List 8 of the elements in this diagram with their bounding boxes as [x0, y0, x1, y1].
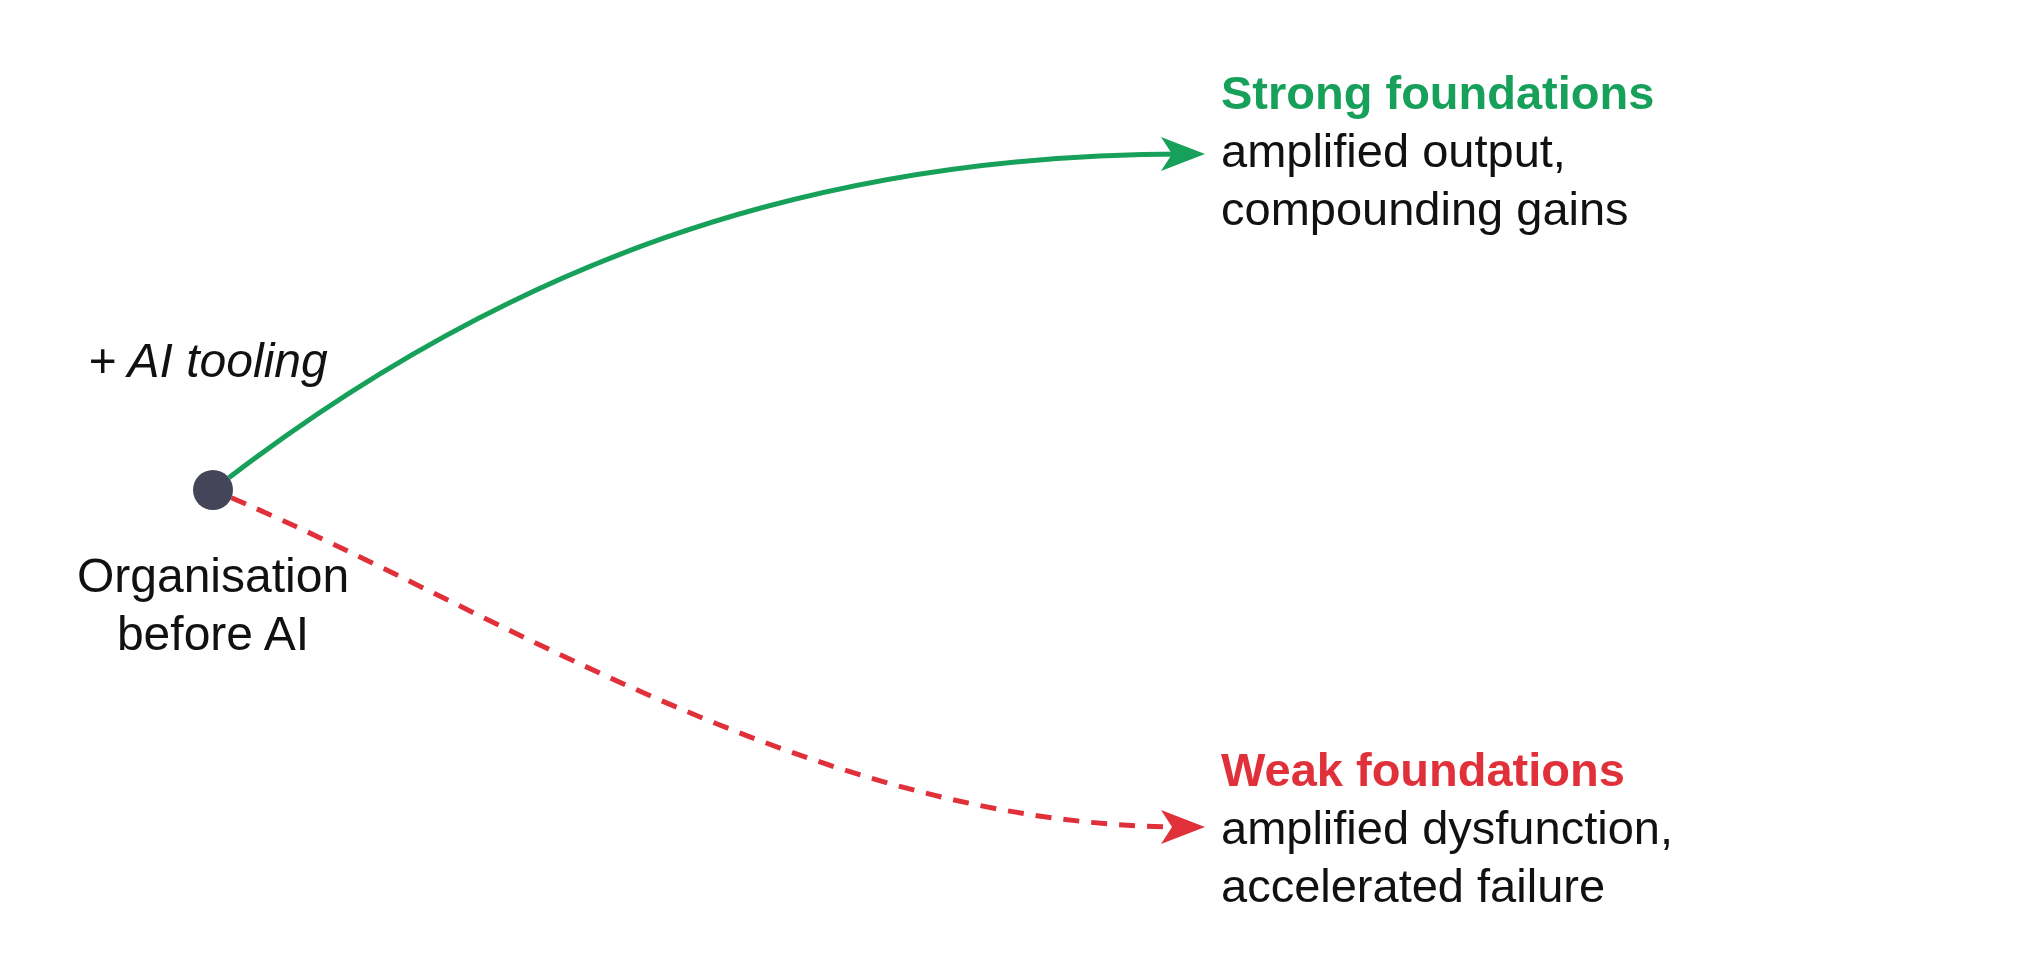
arrow [227, 137, 1205, 480]
node-caption: Organisation before AI [75, 548, 351, 662]
outcome-heading: Weak foundations [1221, 742, 1625, 798]
outcome-description: amplified dysfunction, accelerated failure [1221, 800, 1674, 914]
annotation-label: + AI tooling [88, 333, 328, 389]
outcome-description: amplified output, compounding gains [1221, 123, 1630, 237]
outcome-heading: Strong foundations [1221, 65, 1655, 121]
dashed-arrow [230, 495, 1205, 843]
